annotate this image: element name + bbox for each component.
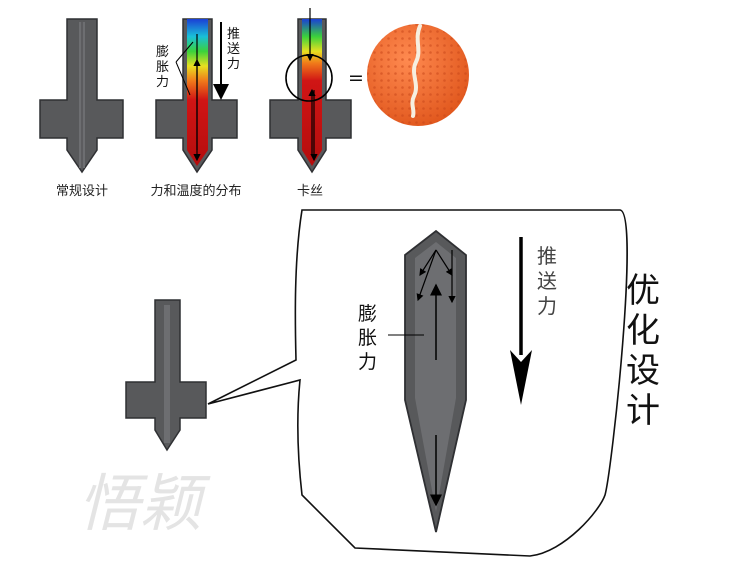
nozzle-heat-distribution bbox=[155, 18, 238, 174]
filament-ball bbox=[367, 24, 469, 126]
side-title: 优化设计优化设计 bbox=[626, 271, 660, 431]
detail-expansion-force-label: 膨胀力膨胀力 bbox=[358, 303, 377, 373]
vertical-label-char: 膨 bbox=[156, 45, 169, 60]
caption-heat-distribution: 力和温度的分布 bbox=[150, 183, 241, 199]
expansion-force-label-small: 膨胀力膨胀力 bbox=[156, 45, 169, 90]
vertical-label-char: 优 bbox=[626, 271, 660, 311]
push-force-label-small: 推送力推送力 bbox=[227, 27, 240, 72]
vertical-label-char: 化 bbox=[626, 311, 660, 351]
expansion-leader bbox=[175, 41, 194, 63]
caption-conventional: 常规设计 bbox=[56, 184, 108, 199]
vertical-label-char: 力 bbox=[156, 75, 169, 90]
vertical-label-char: 推 bbox=[227, 27, 240, 42]
vertical-label-char: 送 bbox=[227, 42, 240, 57]
vertical-label-char: 胀 bbox=[156, 60, 169, 75]
detail-push-force-arrow bbox=[510, 237, 532, 405]
vertical-label-char: 力 bbox=[537, 294, 557, 318]
vertical-label-char: 胀 bbox=[358, 327, 377, 349]
vertical-label-char: 膨 bbox=[358, 303, 377, 325]
watermark: 悟颖 bbox=[78, 467, 211, 540]
caption-jam: 卡丝 bbox=[297, 184, 323, 199]
jam-zone-circle bbox=[285, 54, 333, 102]
vertical-label-char: 送 bbox=[537, 269, 557, 293]
filament-strand bbox=[410, 24, 422, 118]
detail-push-force-label: 推送力推送力 bbox=[537, 244, 557, 318]
vertical-label-char: 力 bbox=[358, 351, 377, 373]
vertical-label-char: 推 bbox=[537, 244, 557, 268]
vertical-label-char: 设 bbox=[626, 351, 660, 391]
vertical-label-char: 力 bbox=[227, 57, 240, 72]
nozzle-conventional bbox=[39, 18, 124, 174]
nozzle-optimized-small bbox=[125, 299, 207, 452]
nozzle-jam bbox=[269, 8, 352, 174]
nozzle-optimized-detail bbox=[388, 229, 467, 533]
equals-sign: = bbox=[348, 67, 364, 89]
vertical-label-char: 计 bbox=[626, 391, 660, 431]
